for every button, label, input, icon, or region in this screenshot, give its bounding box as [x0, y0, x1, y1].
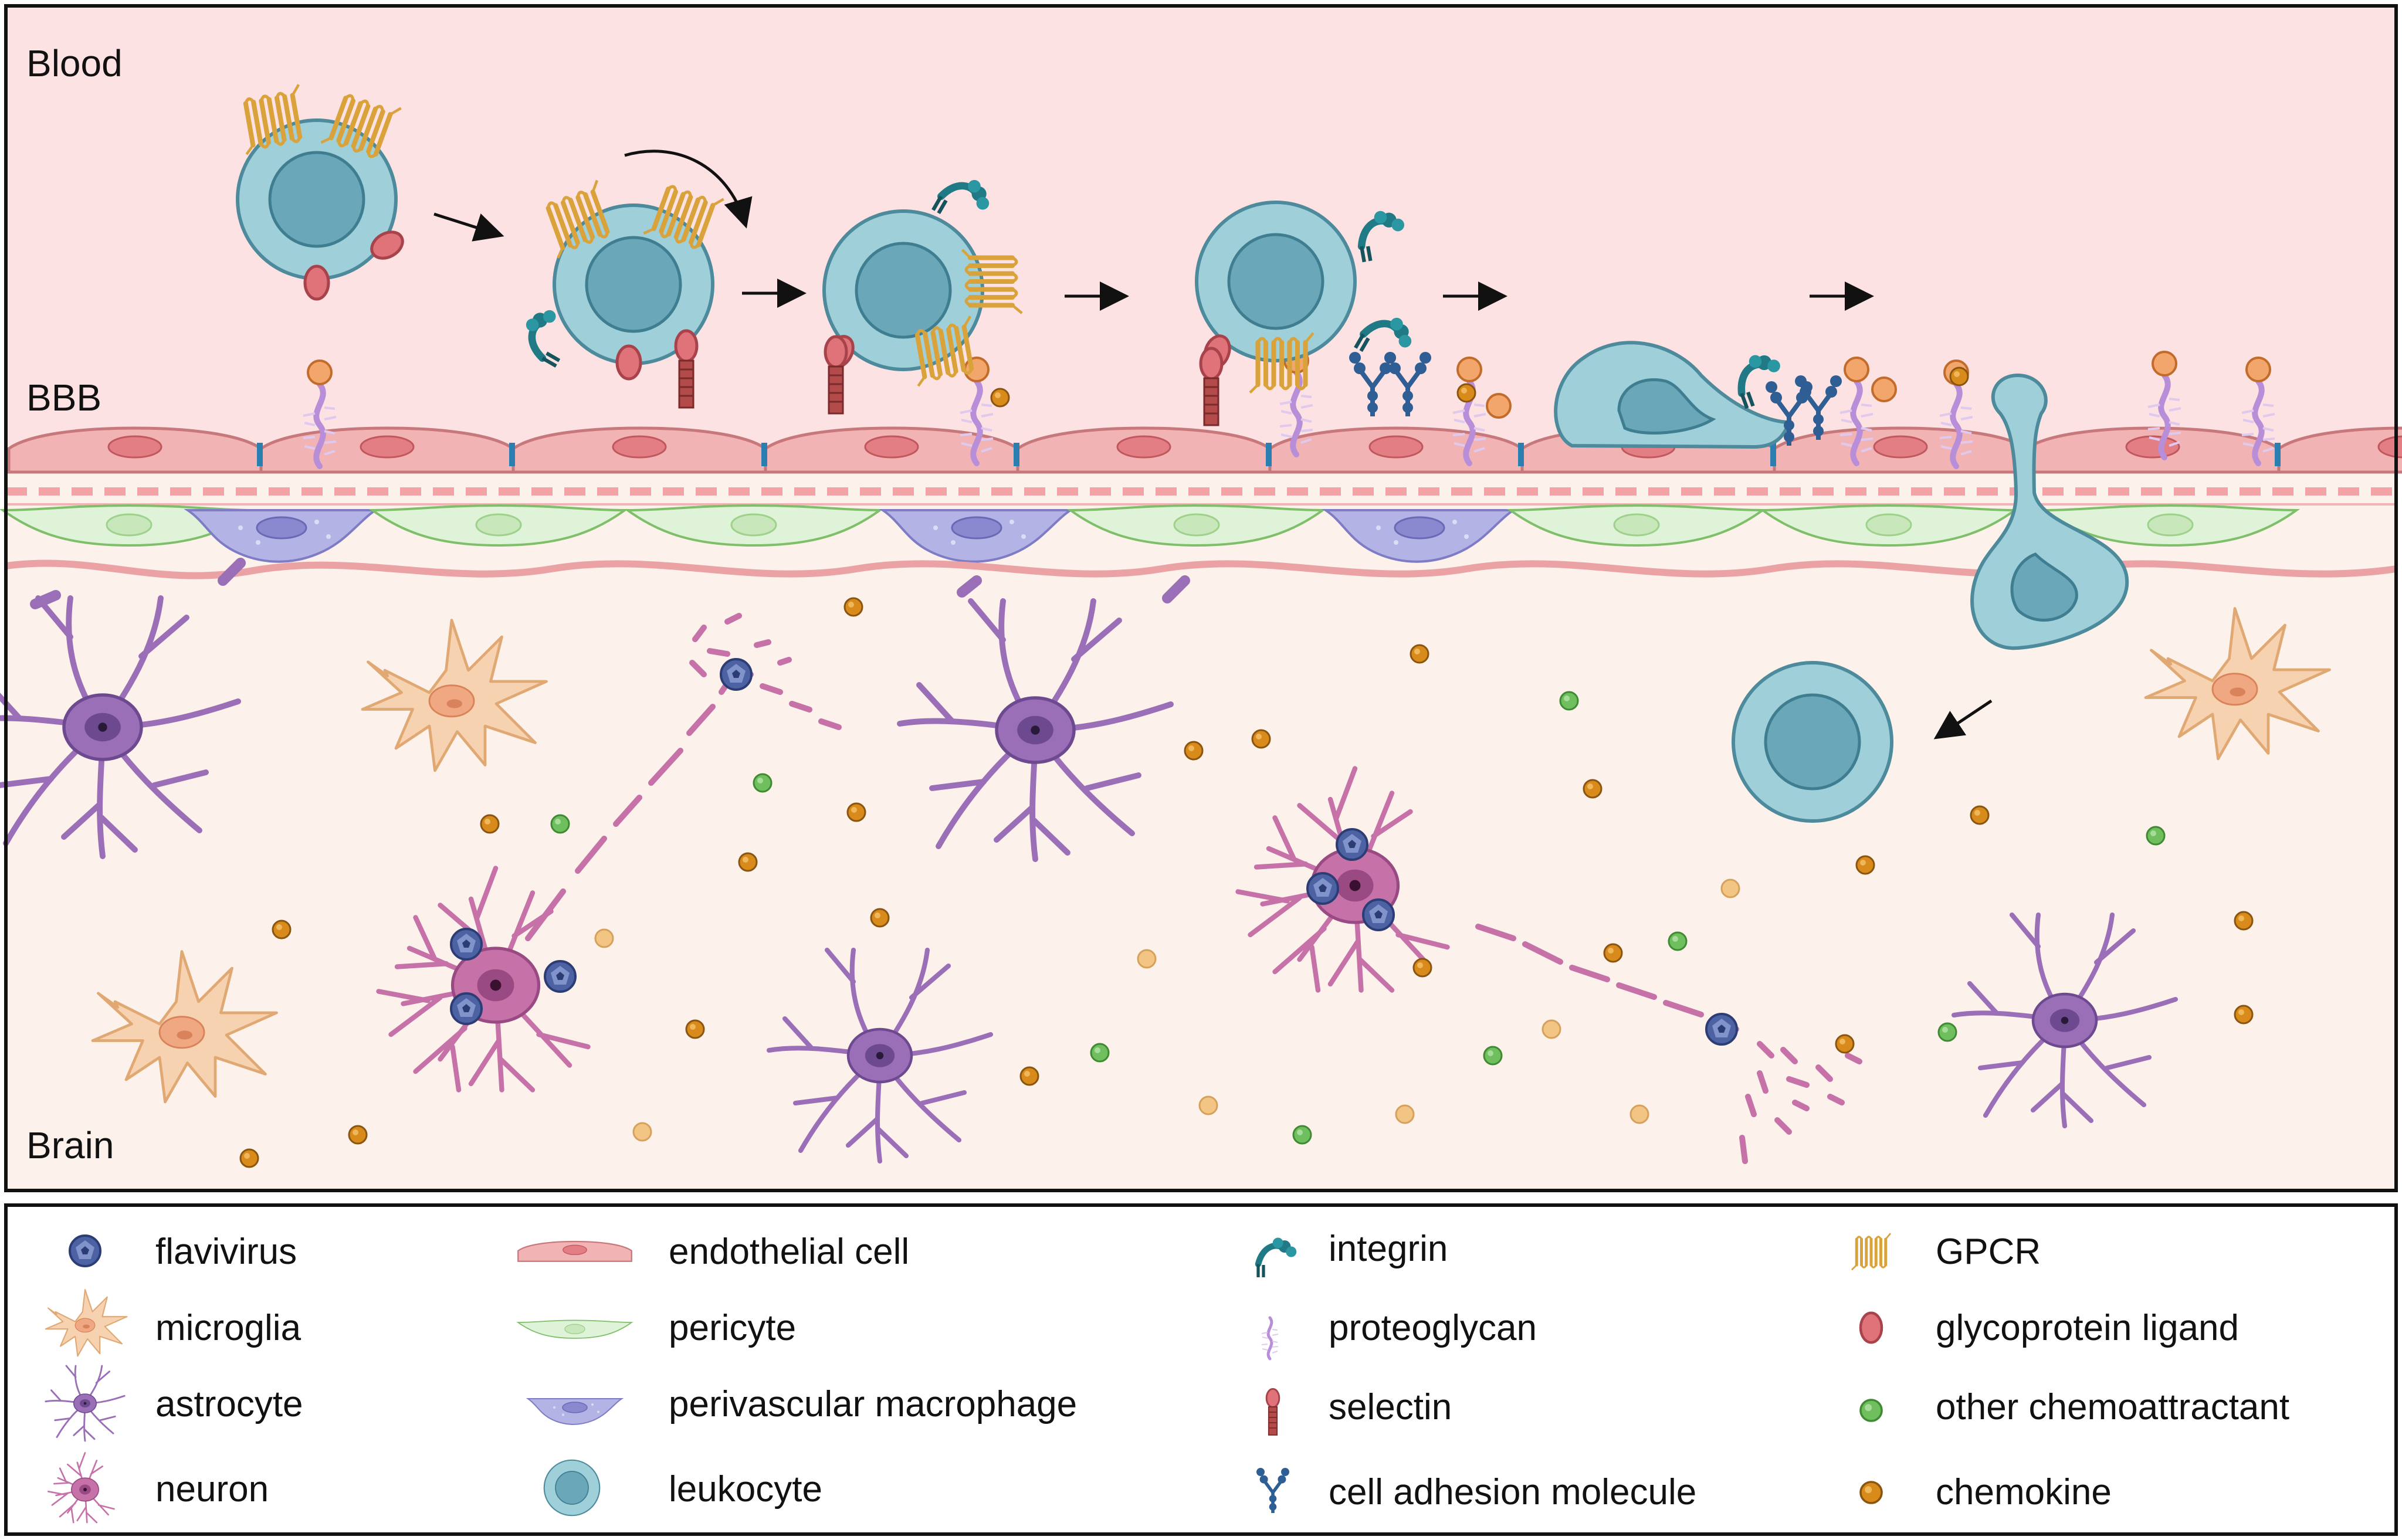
legend-chemokine-icon	[1859, 1481, 1883, 1504]
legend-selectin-icon	[1265, 1388, 1280, 1436]
legend-leukocyte-label: leukocyte	[669, 1469, 822, 1510]
arrow-1	[433, 212, 504, 242]
brain-label: Brain	[26, 1124, 114, 1166]
legend-flavivirus-label: flavivirus	[155, 1232, 297, 1272]
bbb-label: BBB	[26, 376, 101, 419]
legend-microglia-label: microglia	[155, 1308, 301, 1348]
legend-glycoprotein-ligand-label: glycoprotein ligand	[1936, 1308, 2239, 1348]
legend-chemokine-label: chemokine	[1936, 1472, 2112, 1512]
legend-border	[4, 1203, 2398, 1536]
legend-gpcr-label: GPCR	[1936, 1232, 2041, 1272]
legend-other-chemoattractant-icon	[1859, 1399, 1883, 1422]
rolling-arrow	[624, 150, 753, 229]
proteoglycan-orange-balls	[1486, 376, 1897, 419]
legend-pericyte-label: pericyte	[669, 1308, 796, 1348]
leukocyte-stage-2	[515, 150, 753, 408]
leukocyte-stage-5	[1554, 341, 1842, 449]
legend-astrocyte-label: astrocyte	[155, 1384, 303, 1424]
legend-flavivirus-icon	[69, 1234, 101, 1267]
legend-glycoprotein-ligand-icon	[1861, 1313, 1882, 1342]
legend-perivascular-macrophage-label: perivascular macrophage	[669, 1384, 1077, 1424]
legend-other-chemoattractant-label: other chemoattractant	[1936, 1387, 2289, 1427]
astrocyte-endfeet	[30, 558, 1190, 609]
arrow-6	[1933, 699, 1993, 740]
legend-neuron-label: neuron	[155, 1469, 269, 1510]
legend-leukocyte-icon	[543, 1459, 601, 1517]
legend-proteoglycan-icon	[1261, 1316, 1279, 1361]
main-panel: Blood BBB Brain	[0, 4, 2402, 1192]
main-panel-border	[4, 4, 2398, 1192]
legend-cell-adhesion-molecule-label: cell adhesion molecule	[1329, 1472, 1696, 1512]
legend-endothelial-cell-icon	[517, 1240, 632, 1262]
leukocyte-transmigrating	[1970, 373, 2129, 650]
legend-selectin-label: selectin	[1329, 1387, 1452, 1427]
legend-endothelial-cell-label: endothelial cell	[669, 1232, 909, 1272]
legend-integrin-label: integrin	[1329, 1229, 1448, 1269]
legend-proteoglycan-label: proteoglycan	[1329, 1308, 1537, 1348]
legend: flavivirus microglia astrocyte neuron en…	[4, 1203, 2398, 1536]
legend-gpcr-icon	[1852, 1233, 1891, 1270]
blood-label: Blood	[26, 42, 123, 84]
leukocyte-in-brain	[1733, 663, 1892, 821]
